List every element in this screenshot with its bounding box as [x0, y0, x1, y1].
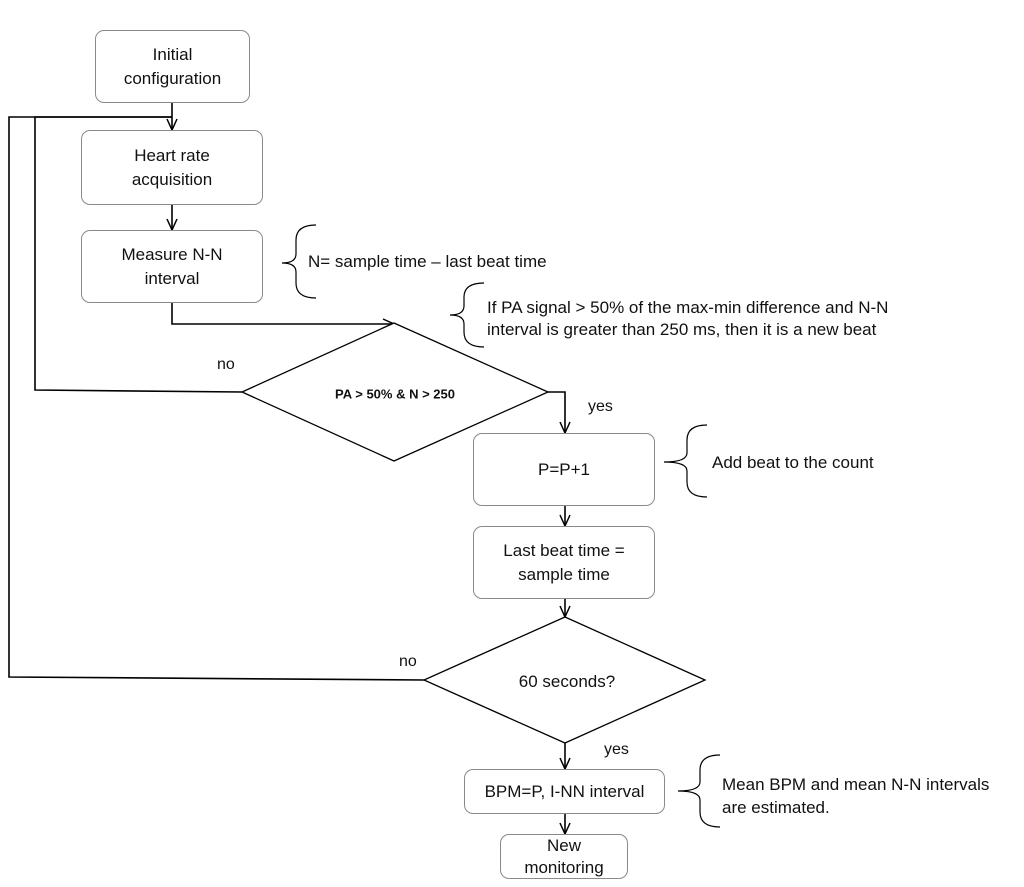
last-beat-time-box: Last beat time = sample time: [473, 526, 655, 599]
increment-count-box: P=P+1: [473, 433, 655, 506]
time-no-label: no: [399, 653, 417, 670]
initial-configuration-box: Initial configuration: [95, 30, 250, 103]
brace-add-beat: [663, 424, 708, 498]
add-beat-note: Add beat to the count: [712, 453, 874, 472]
brace-beat-rule: [449, 282, 485, 348]
time-yes-label: yes: [604, 741, 629, 758]
bpm-result-box: BPM=P, I-NN interval: [464, 769, 665, 814]
beat-rule-note-line2: interval is greater than 250 ms, then it…: [487, 320, 877, 339]
sixty-seconds-condition: 60 seconds?: [518, 672, 616, 691]
measure-nn-interval-box: Measure N-N interval: [81, 230, 263, 303]
beat-yes-label: yes: [588, 398, 613, 415]
new-monitoring-box: New monitoring: [500, 834, 628, 879]
connector-beat-yes: [548, 391, 571, 435]
mean-estimate-note-line1: Mean BPM and mean N-N intervals: [722, 775, 990, 794]
beat-no-label: no: [217, 356, 235, 373]
connector-time-no-loop: [8, 116, 425, 681]
decision-beat-diamond: [240, 322, 550, 462]
decision-sixty-seconds-diamond: [422, 616, 707, 744]
brace-mean-estimate: [677, 754, 721, 828]
beat-detection-condition: PA > 50% & N > 250: [335, 386, 455, 402]
mean-estimate-note-line2: are estimated.: [722, 798, 830, 817]
nn-definition-note: N= sample time – last beat time: [308, 252, 547, 271]
beat-rule-note-line1: If PA signal > 50% of the max-min differ…: [487, 298, 889, 317]
connector-measure-to-decision: [171, 303, 396, 330]
brace-nn-definition: [281, 224, 317, 299]
heart-rate-acquisition-box: Heart rate acquisition: [81, 130, 263, 205]
